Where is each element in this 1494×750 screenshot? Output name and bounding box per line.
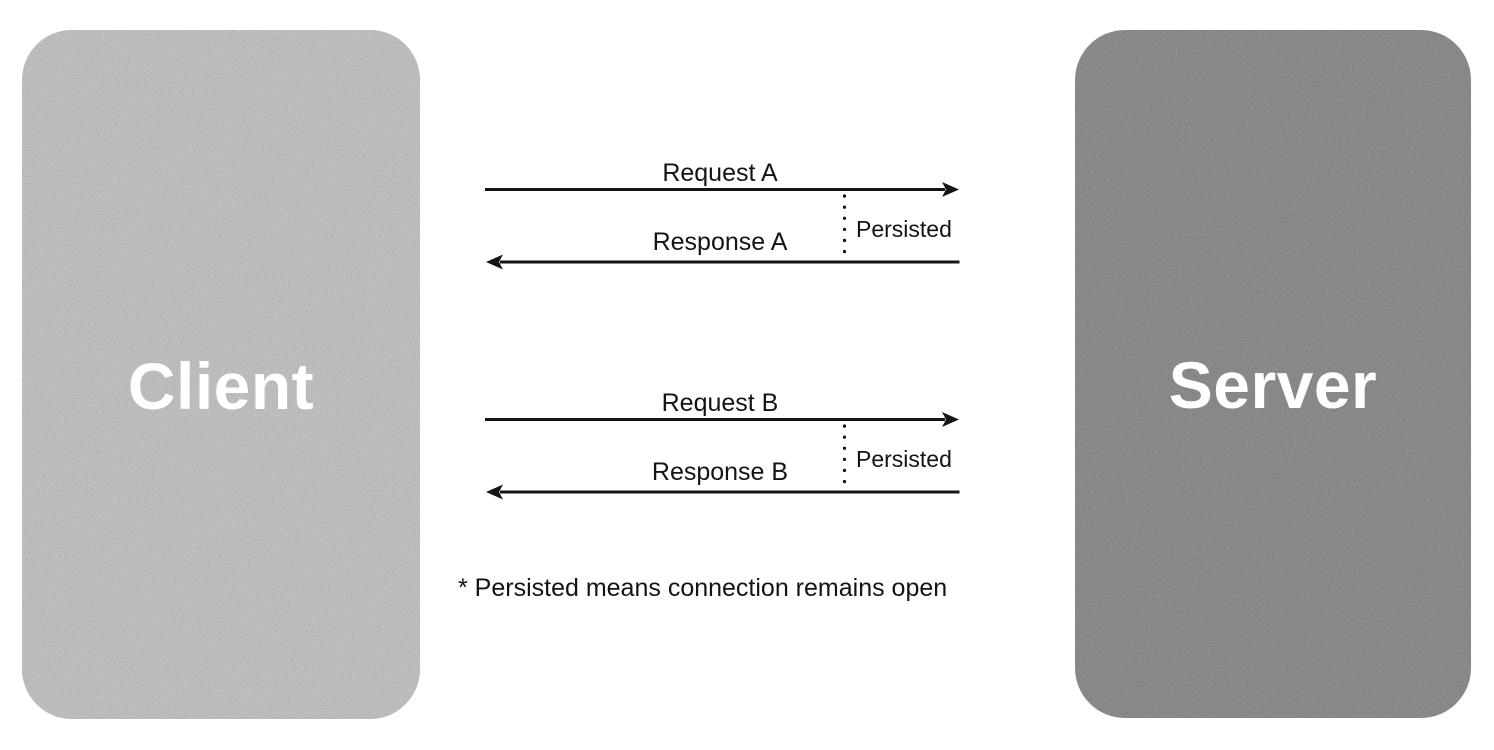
client-node-label: Client (127, 348, 315, 423)
request-b-label: Request B (661, 389, 779, 417)
client-node: Client (22, 30, 420, 719)
persisted-label-a: Persisted (856, 216, 952, 242)
response-a-label: Response A (652, 228, 788, 256)
response-b-label: Response B (651, 458, 789, 486)
server-node-label: Server (1168, 348, 1378, 422)
persisted-label-b: Persisted (856, 446, 952, 472)
server-node: Server (1075, 30, 1471, 718)
request-a-label: Request A (662, 159, 778, 187)
persisted-footnote: * Persisted means connection remains ope… (458, 574, 948, 602)
